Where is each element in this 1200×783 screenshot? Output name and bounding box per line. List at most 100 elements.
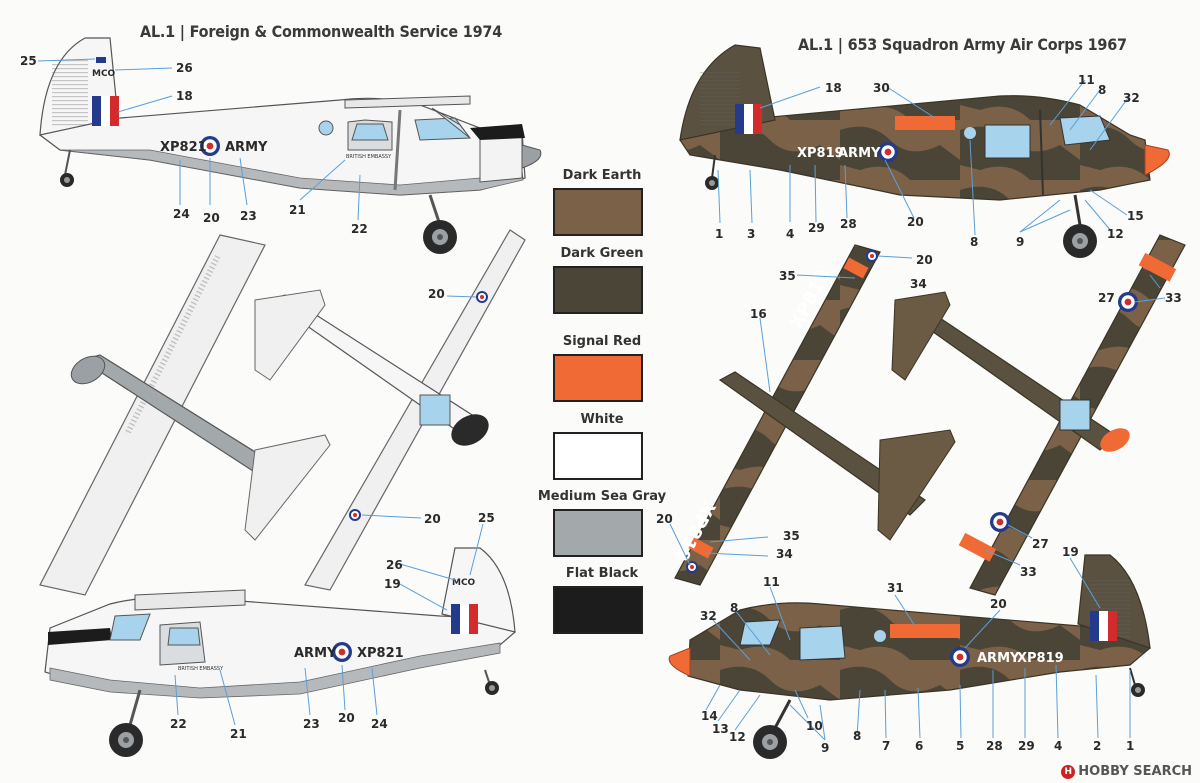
callout-18-camo: 18 — [825, 81, 842, 95]
callout-11-top: 11 — [1078, 73, 1095, 87]
serial-xp819-top: XP819 — [797, 146, 844, 161]
callout-1-bottom: 1 — [1126, 739, 1134, 753]
swatch-medium-sea-gray — [553, 509, 643, 557]
callout-31: 31 — [887, 581, 904, 595]
callout-20-camo-top: 20 — [907, 215, 924, 229]
callout-6: 6 — [915, 739, 923, 753]
callout-27-bottom: 27 — [1032, 537, 1049, 551]
swatch-label-medium-sea-gray: Medium Sea Gray — [537, 489, 667, 504]
callout-16: 16 — [750, 307, 767, 321]
swatch-signal-red — [553, 354, 643, 402]
callout-30: 30 — [873, 81, 890, 95]
callout-11-bottom: 11 — [763, 575, 780, 589]
callout-24-bottom: 24 — [371, 717, 388, 731]
callout-21-top: 21 — [289, 203, 306, 217]
callout-8-top: 8 — [1098, 83, 1106, 97]
callout-10: 10 — [806, 719, 823, 733]
callout-20-plan-a: 20 — [428, 287, 445, 301]
callout-21-bottom: 21 — [230, 727, 247, 741]
callout-4-top: 4 — [786, 227, 794, 241]
army-label-camo-top: ARMY — [838, 146, 881, 161]
swatch-label-dark-green: Dark Green — [560, 246, 644, 261]
callout-20-camo-bottom: 20 — [990, 597, 1007, 611]
callout-20-wing-b: 20 — [656, 512, 673, 526]
callout-35-top: 35 — [779, 269, 796, 283]
army-label-top: ARMY — [225, 140, 268, 155]
serial-xp819-bottom: XP819 — [1017, 651, 1064, 666]
camo-aircraft-side-view-top: XP819 ARMY — [679, 44, 1170, 258]
callout-3-top: 3 — [747, 227, 755, 241]
callout-29-bottom: 29 — [1018, 739, 1035, 753]
swatch-dark-earth — [553, 188, 643, 236]
callout-34-top: 34 — [910, 277, 927, 291]
white-aircraft-side-view-bottom: ARMY XP821 MCO BRITISH EMBASSY — [44, 547, 516, 757]
callout-8-lower: 8 — [970, 235, 978, 249]
callout-23-top: 23 — [240, 209, 257, 223]
embassy-plate-bottom: BRITISH EMBASSY — [178, 666, 224, 672]
army-label-camo-bottom: ARMY — [977, 651, 1020, 666]
callout-33-bottom: 33 — [1020, 565, 1037, 579]
serial-xp821-bottom: XP821 — [357, 646, 404, 661]
mco-label-top: MCO — [92, 69, 116, 79]
camo-aircraft-plan-view: XP819 XP819 — [670, 234, 1186, 596]
camo-aircraft-side-view-bottom: ARMY XP819 — [668, 554, 1151, 759]
callout-27-top: 27 — [1098, 291, 1115, 305]
swatch-label-flat-black: Flat Black — [565, 566, 639, 581]
callout-24-top: 24 — [173, 207, 190, 221]
callout-2: 2 — [1093, 739, 1101, 753]
callout-12-top: 12 — [1107, 227, 1124, 241]
callout-20-plan-b: 20 — [424, 512, 441, 526]
callout-23-bottom: 23 — [303, 717, 320, 731]
callout-numbers: 25 26 18 24 20 23 21 22 20 20 25 26 19 2… — [20, 54, 1182, 755]
callout-15: 15 — [1127, 209, 1144, 223]
callout-20-top: 20 — [203, 211, 220, 225]
callout-33-top: 33 — [1165, 291, 1182, 305]
callout-26-top: 26 — [176, 61, 193, 75]
callout-35-bottom: 35 — [783, 529, 800, 543]
callout-22-top: 22 — [351, 222, 368, 236]
callout-26-bottom: 26 — [386, 558, 403, 572]
callout-32-top: 32 — [1123, 91, 1140, 105]
army-label-bottom: ARMY — [294, 646, 337, 661]
callout-14: 14 — [701, 709, 718, 723]
callout-12-bottom: 12 — [729, 730, 746, 744]
callout-32-bottom: 32 — [700, 609, 717, 623]
serial-xp821-top: XP821 — [160, 140, 207, 155]
swatch-label-white: White — [580, 412, 624, 427]
embassy-plate-top: BRITISH EMBASSY — [346, 154, 392, 160]
callout-8-side-bottom: 8 — [853, 729, 861, 743]
callout-5: 5 — [956, 739, 964, 753]
callout-13: 13 — [712, 722, 729, 736]
callout-4-bottom: 4 — [1054, 739, 1062, 753]
callout-19-bottom: 19 — [384, 577, 401, 591]
callout-7: 7 — [882, 739, 890, 753]
callout-8-bottom: 8 — [730, 601, 738, 615]
swatch-flat-black — [553, 586, 643, 634]
callout-20-bottom: 20 — [338, 711, 355, 725]
callout-34-bottom: 34 — [776, 547, 793, 561]
callout-29-top: 29 — [808, 221, 825, 235]
title-left: AL.1 | Foreign & Commonwealth Service 19… — [140, 22, 503, 41]
swatch-white — [553, 432, 643, 480]
swatch-label-dark-earth: Dark Earth — [562, 168, 642, 183]
callout-22-bottom: 22 — [170, 717, 187, 731]
callout-1-top: 1 — [715, 227, 723, 241]
swatch-label-signal-red: Signal Red — [562, 334, 642, 349]
white-aircraft-plan-view — [39, 229, 526, 596]
callout-20-wing-a: 20 — [916, 253, 933, 267]
callout-19-camo: 19 — [1062, 545, 1079, 559]
callout-18-top: 18 — [176, 89, 193, 103]
title-right: AL.1 | 653 Squadron Army Air Corps 1967 — [798, 35, 1127, 54]
callout-25-top: 25 — [20, 54, 37, 68]
callout-25-bottom: 25 — [478, 511, 495, 525]
callout-9-bottom: 9 — [821, 741, 829, 755]
callout-28-bottom: 28 — [986, 739, 1003, 753]
swatch-dark-green — [553, 266, 643, 314]
mco-label-bottom: MCO — [452, 578, 476, 588]
callout-28-top: 28 — [840, 217, 857, 231]
callout-9-top: 9 — [1016, 235, 1024, 249]
callout-leader-lines — [37, 58, 1166, 741]
